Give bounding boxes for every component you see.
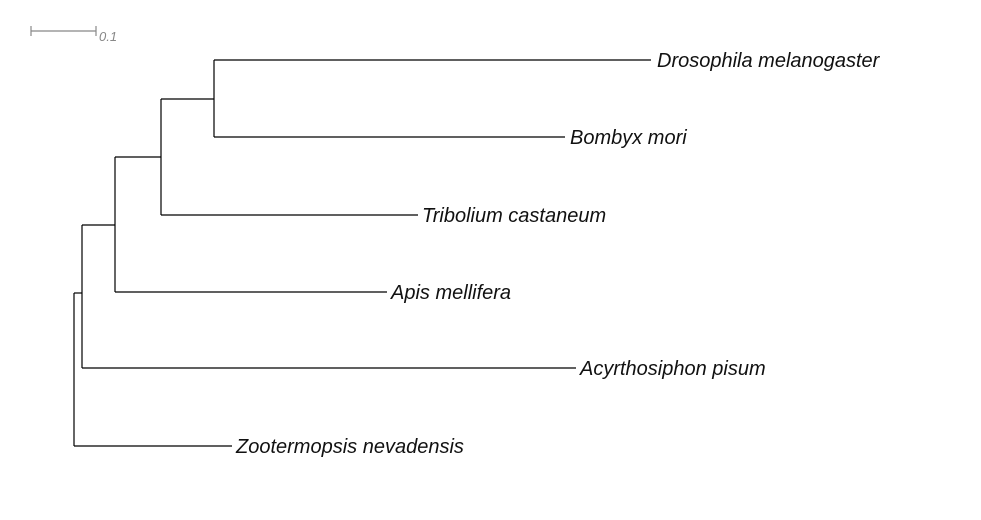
taxon-label: Bombyx mori	[570, 127, 687, 149]
scale-bar-label: 0.1	[99, 29, 117, 44]
tree-branches	[73, 59, 651, 447]
taxon-label: Acyrthosiphon pisum	[579, 358, 766, 380]
scale-bar: 0.1	[30, 26, 117, 44]
tip-labels: Drosophila melanogaster Bombyx mori Trib…	[235, 50, 881, 458]
taxon-label: Drosophila melanogaster	[657, 50, 881, 72]
taxon-label: Zootermopsis nevadensis	[235, 436, 464, 458]
taxon-label: Tribolium castaneum	[422, 205, 606, 227]
taxon-label: Apis mellifera	[390, 282, 511, 304]
